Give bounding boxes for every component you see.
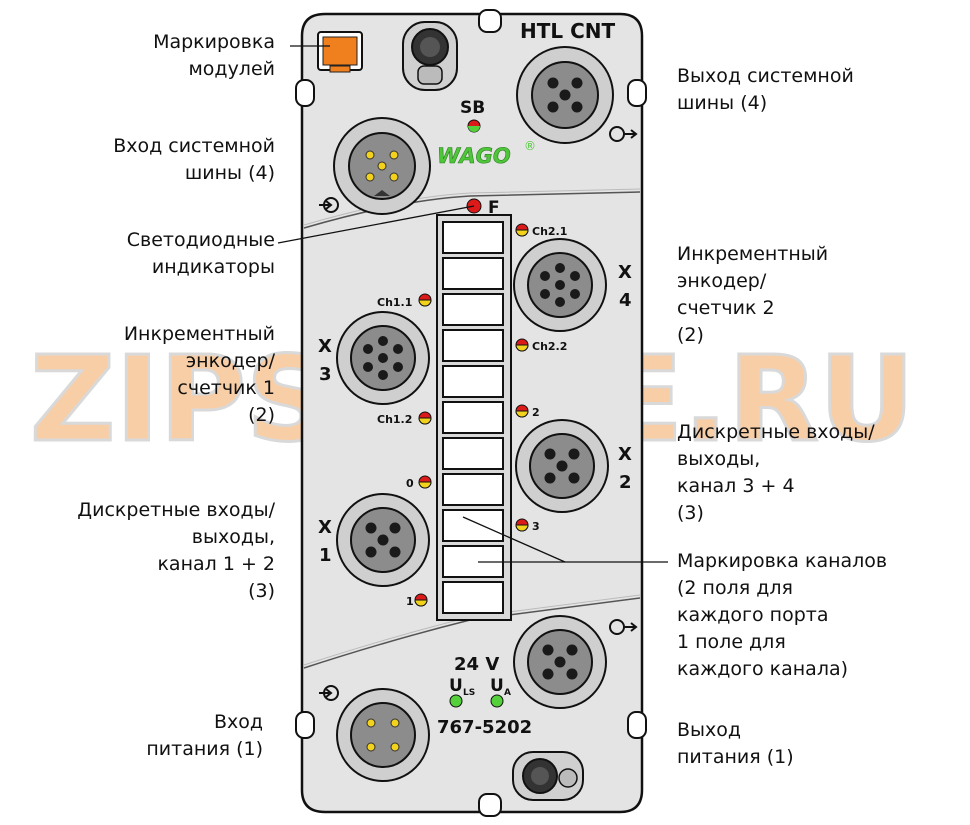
io-arrow-icons (319, 126, 638, 701)
led-f-label: F (488, 198, 500, 218)
wago-logo: WAGO (437, 144, 511, 168)
led-ua-sub: A (504, 688, 511, 698)
mounting-notches (295, 9, 647, 817)
bottom-screw (512, 751, 584, 801)
label-encoder-1: Инкрементный энкодер/ счетчик 1 (2) (123, 323, 275, 426)
led-ua-label: U (490, 676, 504, 696)
led-uls-label: U (449, 676, 463, 696)
led-2 (515, 404, 529, 418)
bus-in-connector (333, 117, 431, 215)
channel-leds (414, 223, 529, 607)
label-channel-marking: Маркировка каналов (2 поля для каждого п… (677, 550, 888, 680)
led-uls (449, 694, 463, 708)
led-ch1-1 (418, 293, 432, 307)
led-uls-sub: LS (463, 688, 475, 698)
module-marker (317, 31, 363, 73)
port-x2-x: X (618, 444, 632, 465)
led-2-label: 2 (532, 406, 540, 419)
label-dio-3-4: Дискретные входы/ выходы, канал 3 + 4 (3… (677, 421, 875, 524)
label-dio-1-2: Дискретные входы/ выходы, канал 1 + 2 (3… (77, 499, 275, 602)
led-3-label: 3 (532, 520, 540, 533)
led-ch2-1 (515, 223, 529, 237)
led-1 (414, 593, 428, 607)
label-module-marking: Маркировка модулей (153, 31, 275, 80)
led-ch2-1-label: Ch2.1 (532, 225, 567, 238)
led-0 (418, 475, 432, 489)
leader-lines (277, 205, 668, 563)
channel-marking-strip (436, 214, 512, 621)
led-ch2-2-label: Ch2.2 (532, 340, 567, 353)
port-x1-connector (336, 493, 430, 587)
port-x4-n: 4 (619, 290, 632, 311)
led-ua (490, 694, 504, 708)
led-ch2-2 (515, 338, 529, 352)
top-screw (402, 21, 458, 91)
port-x2-connector (515, 419, 609, 513)
model-number: 767-5202 (437, 717, 532, 738)
label-power-in: Вход питания (1) (146, 711, 263, 760)
port-x3-n: 3 (319, 364, 332, 385)
port-x4-x: X (618, 262, 632, 283)
voltage-label: 24 V (454, 654, 499, 675)
led-ch1-1-label: Ch1.1 (377, 296, 412, 309)
led-sb-label: SB (460, 98, 485, 118)
section-line-bottom (303, 597, 641, 669)
led-3 (515, 518, 529, 532)
port-x4-connector (513, 238, 607, 332)
port-x3-connector (336, 311, 430, 405)
port-x1-n: 1 (319, 545, 332, 566)
led-0-label: 0 (406, 477, 414, 490)
led-sb (467, 119, 481, 133)
led-ch1-2-label: Ch1.2 (377, 413, 412, 426)
wago-reg: ® (524, 139, 536, 153)
port-x3-x: X (318, 336, 332, 357)
power-out-connector (513, 615, 607, 709)
port-x1-x: X (318, 517, 332, 538)
label-bus-out: Выход системной шины (4) (677, 65, 854, 114)
led-1-label: 1 (406, 595, 414, 608)
led-ch1-2 (418, 411, 432, 425)
power-in-connector (336, 688, 430, 782)
label-encoder-2: Инкрементный энкодер/ счетчик 2 (2) (677, 243, 829, 346)
label-power-out: Выход питания (1) (677, 719, 794, 768)
bus-out-connector (516, 46, 614, 144)
label-bus-in: Вход системной шины (4) (113, 135, 275, 184)
device-title: HTL CNT (520, 19, 616, 43)
port-x2-n: 2 (619, 472, 632, 493)
label-leds: Светодиодные индикаторы (126, 229, 275, 278)
